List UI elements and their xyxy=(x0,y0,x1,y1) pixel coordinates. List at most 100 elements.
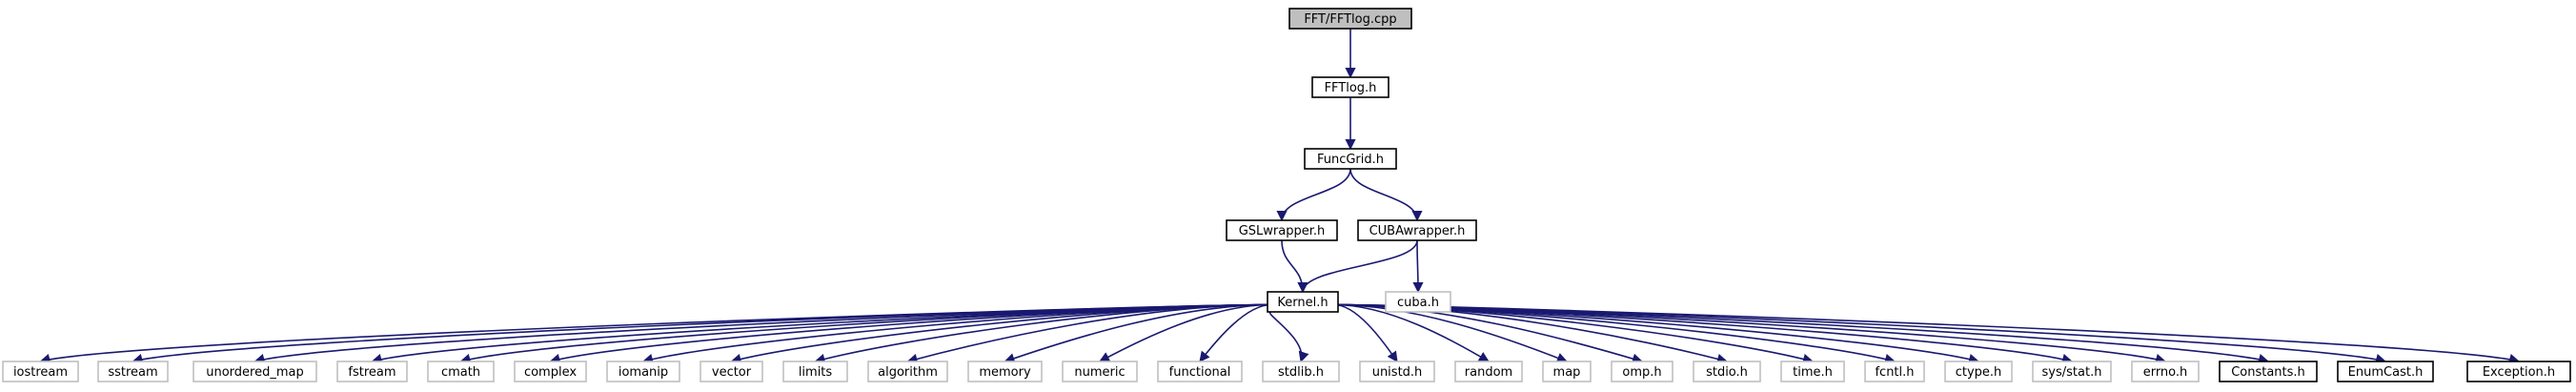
node-ctype-h[interactable]: ctype.h xyxy=(1944,361,2013,382)
node-memory[interactable]: memory xyxy=(967,361,1043,382)
edge-kernel-h-to-numeric xyxy=(1099,303,1272,362)
node-fftlog-h[interactable]: FFTlog.h xyxy=(1311,76,1389,98)
edge-cubawrapper-h-to-kernel-h xyxy=(1297,239,1418,294)
node-fstream[interactable]: fstream xyxy=(336,361,408,382)
edges-layer xyxy=(39,29,2521,364)
node-label: sstream xyxy=(108,365,157,380)
node-box xyxy=(1944,361,2013,382)
node-unistd-h[interactable]: unistd.h xyxy=(1359,361,1435,382)
node-label: fstream xyxy=(348,365,396,380)
node-limits[interactable]: limits xyxy=(782,361,848,382)
node-vector[interactable]: vector xyxy=(700,361,763,382)
node-label: sys/stat.h xyxy=(2042,365,2102,380)
node-funcgrid-h[interactable]: FuncGrid.h xyxy=(1304,148,1397,170)
node-box xyxy=(1864,361,1925,382)
edge-kernel-h-to-memory xyxy=(1004,303,1272,364)
edge-gslwrapper-h-to-kernel-h xyxy=(1281,239,1308,294)
node-box xyxy=(1304,148,1397,170)
node-time-h[interactable]: time.h xyxy=(1780,361,1845,382)
node-label: ctype.h xyxy=(1956,365,2002,380)
node-label: limits xyxy=(799,365,833,380)
node-box xyxy=(1157,361,1243,382)
node-label: fcntl.h xyxy=(1875,365,1914,380)
node-label: FFTlog.h xyxy=(1325,81,1377,95)
edge-kernel-h-to-stdlib-h xyxy=(1268,311,1309,363)
node-map[interactable]: map xyxy=(1542,361,1592,382)
node-box xyxy=(1357,219,1477,241)
edge-cubawrapper-h-to-cuba-h xyxy=(1412,239,1424,294)
node-box xyxy=(606,361,680,382)
node-box xyxy=(867,361,948,382)
node-label: random xyxy=(1465,365,1512,380)
node-kernel-h[interactable]: Kernel.h xyxy=(1267,291,1339,313)
node-sstream[interactable]: sstream xyxy=(97,361,169,382)
node-unordered-map[interactable]: unordered_map xyxy=(193,361,317,382)
node-label: omp.h xyxy=(1622,365,1661,380)
node-stdlib-h[interactable]: stdlib.h xyxy=(1262,361,1340,382)
node-label: Constants.h xyxy=(2231,365,2305,380)
node-cmath[interactable]: cmath xyxy=(427,361,495,382)
node-sys-stat-h[interactable]: sys/stat.h xyxy=(2032,361,2112,382)
node-label: iostream xyxy=(13,365,68,380)
node-cuba-h[interactable]: cuba.h xyxy=(1385,291,1451,313)
node-label: time.h xyxy=(1793,365,1833,380)
node-box xyxy=(2219,361,2318,382)
node-gslwrapper-h[interactable]: GSLwrapper.h xyxy=(1226,219,1338,241)
node-label: stdio.h xyxy=(1706,365,1748,380)
node-iostream[interactable]: iostream xyxy=(2,361,79,382)
edge-kernel-h-to-functional xyxy=(1199,303,1272,362)
node-box xyxy=(1542,361,1592,382)
node-iomanip[interactable]: iomanip xyxy=(606,361,680,382)
node-box xyxy=(97,361,169,382)
node-box xyxy=(967,361,1043,382)
node-label: numeric xyxy=(1074,365,1125,380)
node-label: Exception.h xyxy=(2483,365,2555,380)
node-label: Kernel.h xyxy=(1277,296,1328,310)
node-cubawrapper-h[interactable]: CUBAwrapper.h xyxy=(1357,219,1477,241)
node-numeric[interactable]: numeric xyxy=(1062,361,1138,382)
node-label: FFT/FFTlog.cpp xyxy=(1304,12,1396,27)
node-box xyxy=(2,361,79,382)
node-stdio-h[interactable]: stdio.h xyxy=(1693,361,1761,382)
node-label: functional xyxy=(1169,365,1231,380)
node-constants-h[interactable]: Constants.h xyxy=(2219,361,2318,382)
node-box xyxy=(514,361,587,382)
node-errno-h[interactable]: errno.h xyxy=(2131,361,2200,382)
node-label: algorithm xyxy=(878,365,938,380)
edge-kernel-h-to-random xyxy=(1333,303,1490,362)
node-functional[interactable]: functional xyxy=(1157,361,1243,382)
node-box xyxy=(2032,361,2112,382)
node-label: cmath xyxy=(441,365,480,380)
node-box xyxy=(1454,361,1523,382)
node-box xyxy=(427,361,495,382)
node-box xyxy=(700,361,763,382)
node-box xyxy=(1693,361,1761,382)
node-box xyxy=(1359,361,1435,382)
node-omp-h[interactable]: omp.h xyxy=(1611,361,1673,382)
node-fftlog-cpp[interactable]: FFT/FFTlog.cpp xyxy=(1288,8,1412,30)
node-box xyxy=(1288,8,1412,30)
node-label: iomanip xyxy=(619,365,668,380)
node-label: complex xyxy=(524,365,577,380)
node-box xyxy=(782,361,848,382)
node-label: FuncGrid.h xyxy=(1317,153,1384,167)
node-label: memory xyxy=(979,365,1031,380)
node-box xyxy=(1385,291,1451,313)
node-exception-h[interactable]: Exception.h xyxy=(2466,361,2571,382)
node-fcntl-h[interactable]: fcntl.h xyxy=(1864,361,1925,382)
node-algorithm[interactable]: algorithm xyxy=(867,361,948,382)
node-box xyxy=(1226,219,1338,241)
node-enumcast-h[interactable]: EnumCast.h xyxy=(2337,361,2434,382)
node-box xyxy=(336,361,408,382)
edge-kernel-h-to-unistd-h xyxy=(1333,303,1398,362)
node-box xyxy=(1062,361,1138,382)
node-box xyxy=(2131,361,2200,382)
node-complex[interactable]: complex xyxy=(514,361,587,382)
node-label: unordered_map xyxy=(206,365,304,380)
node-box xyxy=(2466,361,2571,382)
node-box xyxy=(1262,361,1340,382)
node-box xyxy=(1780,361,1845,382)
node-box xyxy=(1311,76,1389,98)
node-random[interactable]: random xyxy=(1454,361,1523,382)
